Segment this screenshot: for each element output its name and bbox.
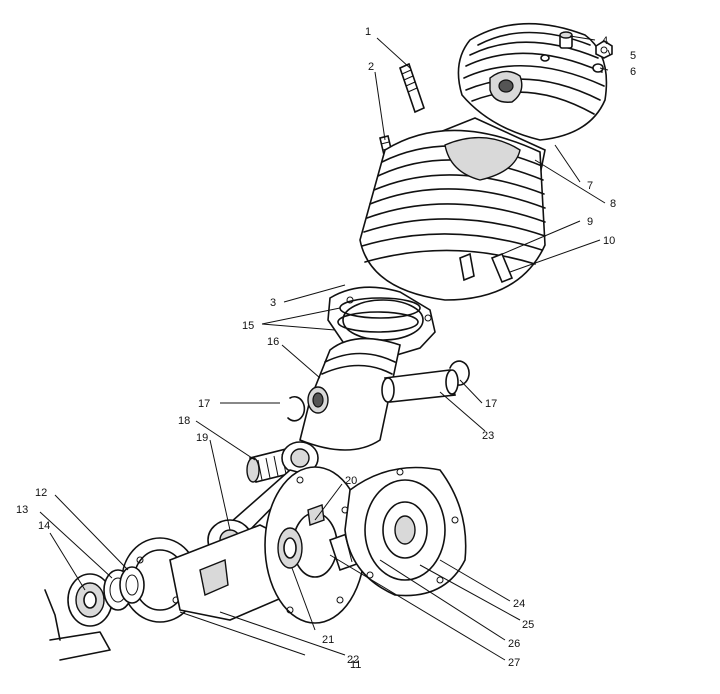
callout-15: 15 [242, 320, 254, 332]
callout-7: 7 [587, 180, 593, 192]
stud-bolt [399, 62, 425, 114]
head-nut [595, 40, 613, 59]
callout-10: 10 [603, 235, 615, 247]
cylinder-barrel [359, 129, 546, 301]
callout-14: 14 [38, 520, 50, 532]
callout-17-right: 17 [485, 398, 497, 410]
callout-6: 6 [630, 66, 636, 78]
callout-11: 11 [350, 659, 361, 671]
callout-20: 20 [345, 475, 357, 487]
oil-seal [277, 527, 303, 569]
circlip-left [287, 395, 306, 422]
callout-2: 2 [368, 61, 374, 73]
leader-lines [39, 35, 611, 661]
crankcase-fragment [44, 589, 111, 661]
callout-17-left: 17 [198, 398, 210, 410]
callout-4: 4 [602, 35, 608, 47]
callout-1: 1 [365, 26, 371, 38]
callout-13: 13 [16, 504, 28, 516]
callout-22: 22 [347, 654, 359, 666]
bearing-washer-2 [119, 566, 145, 604]
callout-19: 19 [196, 432, 208, 444]
callout-25: 25 [522, 619, 534, 631]
callout-8: 8 [610, 198, 616, 210]
callout-5: 5 [630, 50, 636, 62]
callout-12: 12 [35, 487, 47, 499]
main-bearing [67, 573, 113, 627]
callout-24: 24 [513, 598, 525, 610]
callout-18: 18 [178, 415, 190, 427]
cylinder-head [457, 22, 608, 141]
callout-26: 26 [508, 638, 520, 650]
callout-9: 9 [587, 216, 593, 228]
piston [299, 337, 401, 451]
callout-27: 27 [508, 657, 520, 669]
callout-labels: 1 2 3 4 5 6 7 8 9 10 11 12 13 14 15 16 1… [16, 26, 636, 671]
callout-3: 3 [270, 297, 276, 309]
gudgeon-pin [381, 369, 459, 403]
callout-21: 21 [322, 634, 334, 646]
callout-16: 16 [267, 336, 279, 348]
crankcase-cover [344, 466, 467, 597]
callout-23: 23 [482, 430, 494, 442]
